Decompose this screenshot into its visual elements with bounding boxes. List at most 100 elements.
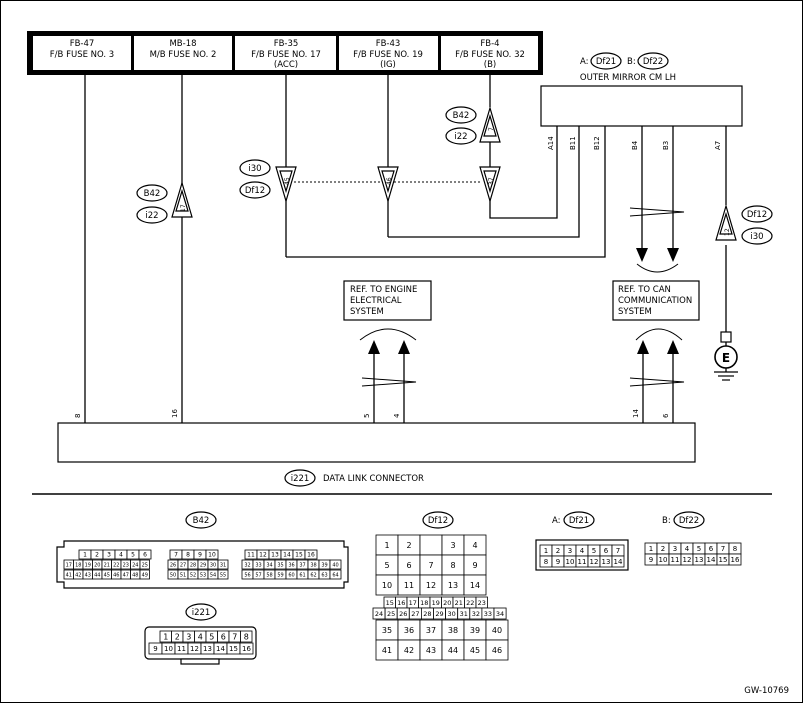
fuse-code: FB-35 bbox=[274, 39, 299, 49]
pin-number: 3 bbox=[568, 547, 572, 555]
pin-number: 16 bbox=[242, 645, 251, 653]
pin-number: 5 bbox=[592, 547, 596, 555]
pin-number: 9 bbox=[472, 561, 477, 570]
pin-number: 46 bbox=[492, 646, 502, 655]
pin-number: 42 bbox=[75, 572, 81, 578]
pin-number: 4 bbox=[198, 632, 203, 641]
pin-number: 38 bbox=[310, 562, 316, 568]
fuse-name: M/B FUSE NO. 2 bbox=[150, 50, 217, 60]
pin-number: 43 bbox=[85, 572, 91, 578]
pin-number: 17 bbox=[409, 599, 417, 607]
pin-number: 9 bbox=[198, 552, 202, 559]
pin-number: 2 bbox=[556, 547, 560, 555]
pin-number: 53 bbox=[200, 572, 206, 578]
pin-number: 14 bbox=[614, 558, 623, 566]
fuse-cell-fb47: FB-47 F/B FUSE NO. 3 bbox=[33, 36, 131, 70]
pin-number: 10 bbox=[164, 645, 173, 653]
pin-cell bbox=[493, 607, 507, 620]
pin-cell bbox=[139, 569, 150, 580]
i22-tag: i22 bbox=[454, 132, 467, 142]
pin-number: 28 bbox=[190, 562, 196, 568]
pin-number: 57 bbox=[255, 572, 261, 578]
pin-number: 41 bbox=[66, 572, 72, 578]
pin-number: 8 bbox=[544, 558, 548, 566]
pin-number: 58 bbox=[266, 572, 272, 578]
svg-text:B4: B4 bbox=[631, 140, 639, 150]
pin-number: 51 bbox=[180, 572, 186, 578]
svg-text:A:: A: bbox=[552, 516, 561, 526]
pin-number: 2 bbox=[175, 632, 180, 641]
pin-number: 19 bbox=[85, 562, 91, 568]
pin-number: 5 bbox=[209, 632, 214, 641]
pin-number: 31 bbox=[460, 610, 468, 618]
ground-symbol: E bbox=[714, 331, 738, 381]
pin-number: 8 bbox=[186, 552, 190, 559]
pin-number: 11 bbox=[247, 552, 255, 559]
pin-number: 12 bbox=[259, 552, 267, 559]
pin-number: 64 bbox=[332, 572, 338, 578]
mirror-title: OUTER MIRROR CM LH bbox=[580, 73, 676, 83]
pin-cell bbox=[138, 549, 152, 560]
pin-number: 27 bbox=[180, 562, 186, 568]
pin-cell bbox=[240, 630, 253, 643]
svg-text:SYSTEM: SYSTEM bbox=[350, 307, 384, 317]
fuse-note: (IG) bbox=[380, 60, 396, 70]
pin-cell bbox=[205, 549, 219, 560]
pin-number: 25 bbox=[387, 610, 395, 618]
pin-number: 11 bbox=[671, 556, 680, 564]
pin-number: 44 bbox=[448, 646, 458, 655]
pin-number: 26 bbox=[170, 562, 176, 568]
pin-cell bbox=[329, 559, 342, 570]
mirror-connector-tags: A: Df21 B: Df22 bbox=[580, 52, 669, 70]
svg-text:17: 17 bbox=[180, 204, 187, 212]
pin-number: 7 bbox=[721, 545, 725, 553]
pin-number: 5 bbox=[384, 561, 389, 570]
fuse-code: FB-47 bbox=[70, 39, 95, 49]
pin-number: 3 bbox=[673, 545, 677, 553]
pin-number: 15 bbox=[229, 645, 238, 653]
b42-tag: B42 bbox=[144, 189, 161, 199]
svg-text:B3: B3 bbox=[662, 141, 670, 150]
pin-number: 22 bbox=[113, 562, 119, 568]
pin-number: 37 bbox=[299, 562, 305, 568]
pin-number: 12 bbox=[590, 558, 599, 566]
bus-arrows bbox=[368, 248, 679, 354]
pin-cell bbox=[217, 559, 229, 570]
inline-connectors: 7 17 45 46 37 12 bbox=[171, 105, 737, 241]
pin-number: 39 bbox=[321, 562, 327, 568]
pin-number: 1 bbox=[384, 541, 389, 550]
twisted-pair-marks bbox=[359, 207, 685, 387]
i221-tag: i221 bbox=[291, 474, 310, 484]
pin-number: 23 bbox=[478, 599, 486, 607]
pin-cell bbox=[139, 559, 150, 570]
pin-cell bbox=[329, 569, 342, 580]
svg-text:A7: A7 bbox=[714, 141, 722, 150]
pin-number: 13 bbox=[695, 556, 704, 564]
pin-number: 50 bbox=[170, 572, 176, 578]
df22-tag: Df22 bbox=[643, 57, 663, 67]
pin-number: 33 bbox=[484, 610, 492, 618]
pin-number: 4 bbox=[685, 545, 690, 553]
fuse-name: F/B FUSE NO. 17 bbox=[251, 50, 321, 60]
pin-number: 5 bbox=[131, 552, 135, 559]
fuse-cell-fb43: FB-43 F/B FUSE NO. 19 (IG) bbox=[339, 36, 438, 70]
pin-number: 45 bbox=[470, 646, 480, 655]
pin-number: 8 bbox=[733, 545, 737, 553]
pin-number: 6 bbox=[604, 547, 609, 555]
pin-number: 24 bbox=[132, 562, 138, 568]
pin-number: 18 bbox=[75, 562, 81, 568]
svg-text:5: 5 bbox=[363, 414, 371, 418]
pin-number: 13 bbox=[203, 645, 212, 653]
pin-cell bbox=[485, 639, 509, 661]
df12-tag: Df12 bbox=[245, 186, 265, 196]
svg-text:12: 12 bbox=[724, 228, 731, 236]
fuse-code: MB-18 bbox=[169, 39, 196, 49]
pin-number: 7 bbox=[428, 561, 433, 570]
svg-text:6: 6 bbox=[662, 413, 670, 418]
pin-number: 15 bbox=[386, 599, 394, 607]
df22-view-tag: Df22 bbox=[679, 516, 699, 526]
pin-number: 6 bbox=[143, 552, 147, 559]
dlc-label: DATA LINK CONNECTOR bbox=[323, 474, 424, 484]
pin-number: 1 bbox=[163, 632, 168, 641]
pin-number: 38 bbox=[448, 626, 458, 635]
